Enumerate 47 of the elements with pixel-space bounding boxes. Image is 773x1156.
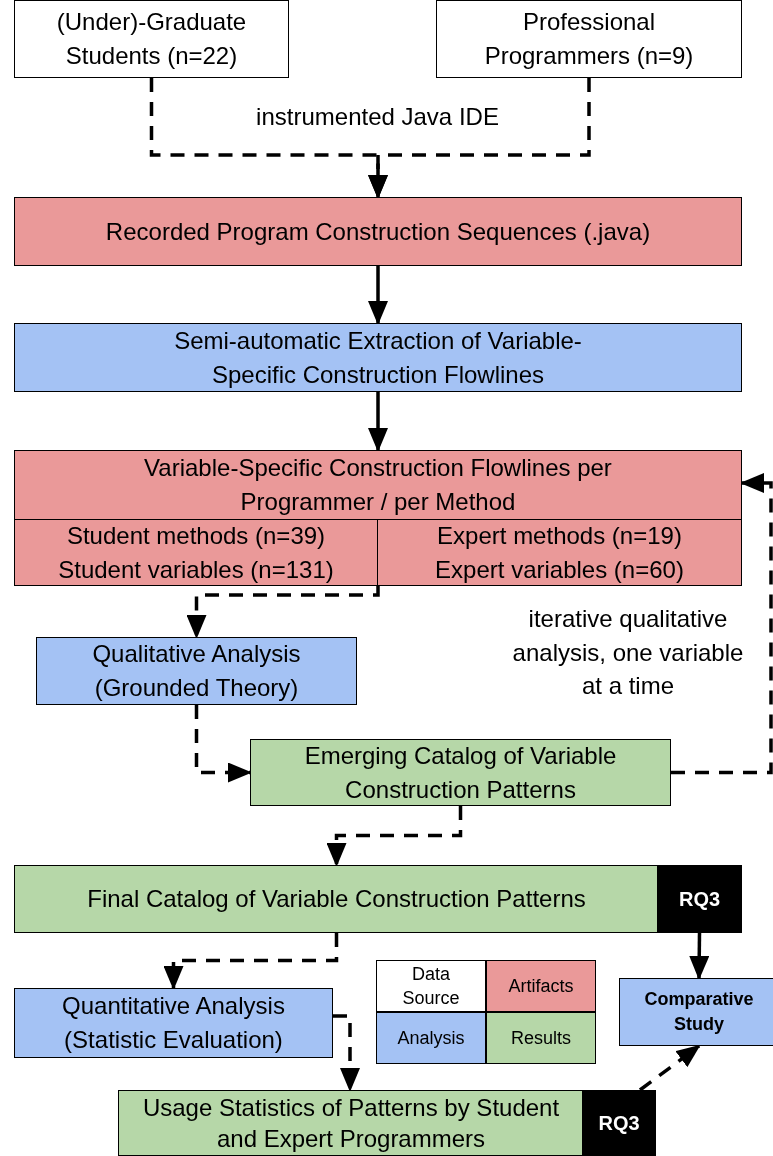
legend-key: Artifacts <box>486 960 596 1012</box>
legend-key: Data Source <box>376 960 486 1012</box>
process-box <box>619 978 773 1046</box>
process-box <box>14 323 742 392</box>
box-label: Comparative Study <box>643 987 755 1036</box>
box-label: Professional Programmers (n=9) <box>483 7 695 71</box>
box-label: Quantitative Analysis (Statistic Evaluation) <box>61 991 286 1055</box>
arrow <box>186 586 380 639</box>
arrow <box>671 473 773 775</box>
process-box <box>36 637 357 705</box>
box-label: (Under)-Graduate Students (n=22) <box>55 7 248 71</box>
box-label: Emerging Catalog of Variable Construction Patterns <box>303 740 618 805</box>
process-box <box>118 1090 584 1156</box>
arrow <box>326 806 463 867</box>
box-label: Variable-Specific Construction Flowlines per Programmer / per Method <box>143 453 613 517</box>
process-box <box>14 197 742 266</box>
arrow <box>163 933 339 990</box>
question-tag <box>582 1090 656 1156</box>
process-box <box>14 988 333 1058</box>
annotation-text: iterative qualitative analysis, one variable at a time <box>511 604 745 702</box>
box-label: Qualitative Analysis (Grounded Theory) <box>91 639 302 703</box>
arrow <box>368 392 388 452</box>
arrow <box>333 1014 360 1092</box>
box-label: Expert methods (n=19) Expert variables (n=60) <box>434 520 685 585</box>
box-label: RQ3 <box>678 887 721 912</box>
legend-key: Results <box>486 1012 596 1064</box>
annotation-text: instrumented Java IDE <box>255 102 500 132</box>
process-box <box>14 865 659 933</box>
box-label: Student methods (n=39) Student variables (n=131) <box>57 520 335 585</box>
arrow <box>368 78 591 199</box>
arrow <box>689 933 710 980</box>
process-box <box>377 519 742 586</box>
legend-key: Analysis <box>376 1012 486 1064</box>
box-label: Semi-automatic Extraction of Variable-Specific Construction Flowlines <box>173 325 583 390</box>
arrow <box>194 705 252 783</box>
arrow <box>638 1044 701 1092</box>
box-label: Usage Statistics of Patterns by Student and Expert Programmers <box>141 1092 561 1154</box>
box-label: RQ3 <box>598 1111 640 1136</box>
process-box <box>436 0 742 78</box>
process-box <box>14 0 289 78</box>
box-label: Recorded Program Construction Sequences (.java) <box>105 216 651 247</box>
question-tag <box>657 865 742 933</box>
process-box <box>14 450 742 586</box>
process-box <box>13 519 379 586</box>
arrow <box>368 266 388 325</box>
process-box <box>250 739 671 806</box>
box-label: Final Catalog of Variable Construction Patterns <box>87 884 586 915</box>
